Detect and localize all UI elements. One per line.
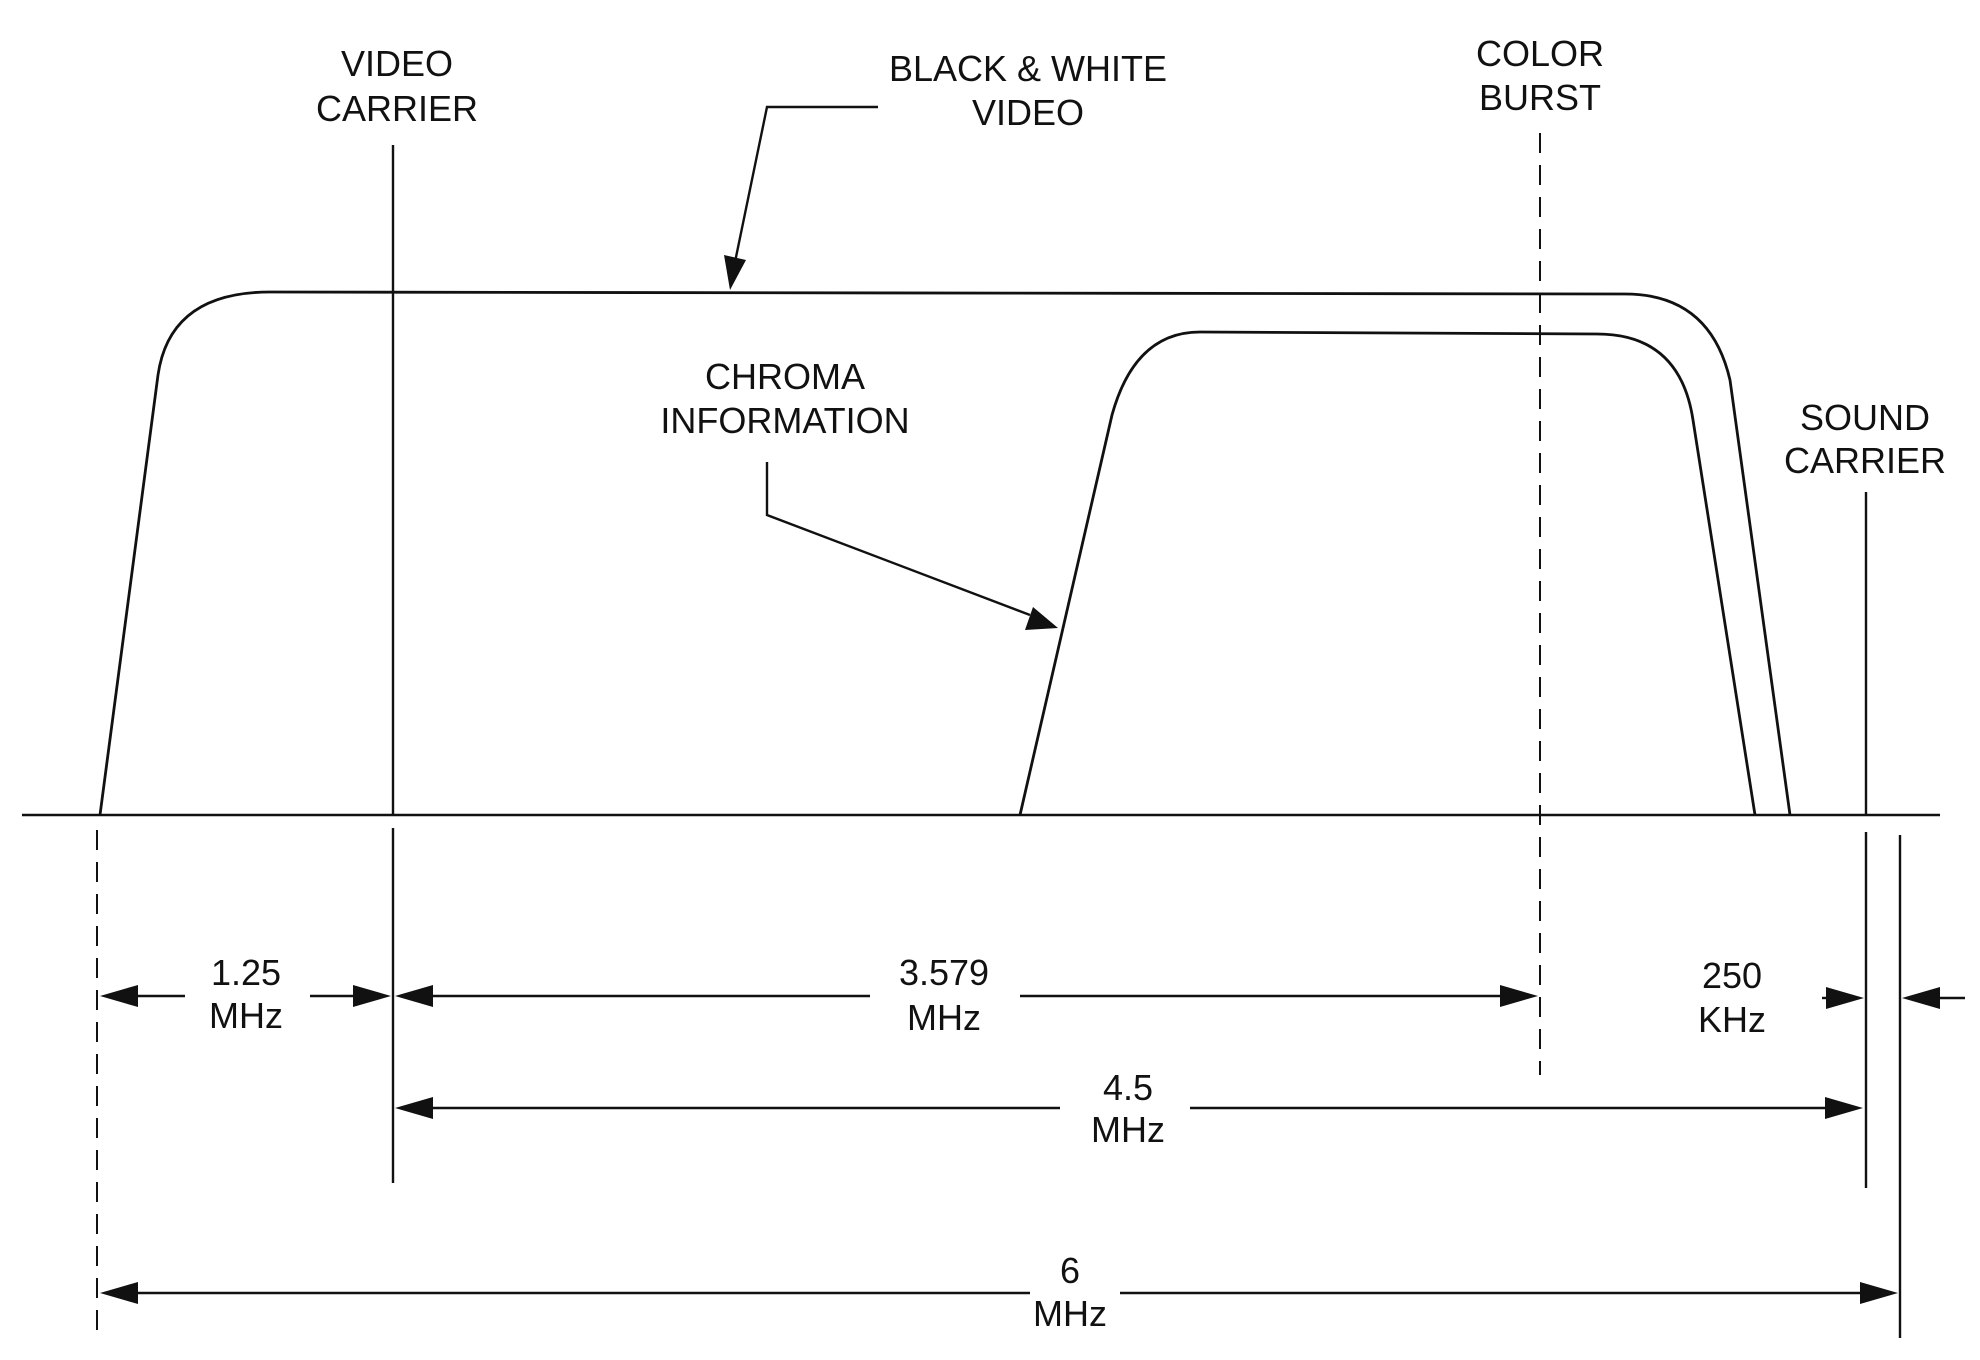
chroma-label-line2: INFORMATION bbox=[660, 400, 909, 441]
color-burst-label-line1: COLOR bbox=[1476, 33, 1604, 74]
dimension-4-5-mhz: 4.5 MHz bbox=[395, 1067, 1863, 1150]
bw-video-label: BLACK & WHITE VIDEO bbox=[889, 48, 1167, 133]
chroma-label-line1: CHROMA bbox=[705, 356, 865, 397]
video-carrier-label-line1: VIDEO bbox=[341, 43, 453, 84]
dimension-3-579-mhz: 3.579 MHz bbox=[395, 952, 1538, 1038]
dim-4-5-value: 4.5 bbox=[1103, 1067, 1153, 1108]
dimension-250-khz: 250 KHz bbox=[1698, 955, 1965, 1040]
chroma-leader bbox=[765, 462, 1031, 617]
chroma-label: CHROMA INFORMATION bbox=[660, 356, 909, 441]
chroma-arrowhead bbox=[1025, 607, 1058, 630]
chroma-envelope bbox=[1018, 330, 1757, 816]
dim-1-25-unit: MHz bbox=[209, 995, 283, 1036]
dim-250-value: 250 bbox=[1702, 955, 1762, 996]
bw-video-label-line1: BLACK & WHITE bbox=[889, 48, 1167, 89]
bw-video-label-line2: VIDEO bbox=[972, 92, 1084, 133]
bw-video-leader bbox=[733, 105, 878, 263]
sound-carrier-label-line2: CARRIER bbox=[1784, 440, 1946, 481]
dim-4-5-unit: MHz bbox=[1091, 1109, 1165, 1150]
dim-3-579-value: 3.579 bbox=[899, 952, 989, 993]
dim-6-value: 6 bbox=[1060, 1250, 1080, 1291]
dim-3-579-unit: MHz bbox=[907, 997, 981, 1038]
sound-carrier-label-line1: SOUND bbox=[1800, 397, 1930, 438]
color-burst-label-line2: BURST bbox=[1479, 77, 1601, 118]
bw-video-envelope bbox=[98, 290, 1792, 816]
dim-250-unit: KHz bbox=[1698, 999, 1766, 1040]
bw-video-arrowhead bbox=[724, 255, 746, 290]
dimension-6-mhz: 6 MHz bbox=[100, 1250, 1898, 1334]
dim-6-unit: MHz bbox=[1033, 1293, 1107, 1334]
dim-1-25-value: 1.25 bbox=[211, 952, 281, 993]
sound-carrier-label: SOUND CARRIER bbox=[1784, 397, 1946, 481]
color-burst-label: COLOR BURST bbox=[1476, 33, 1604, 118]
dimension-1-25-mhz: 1.25 MHz bbox=[100, 952, 391, 1036]
video-carrier-label: VIDEO CARRIER bbox=[316, 43, 478, 129]
video-carrier-label-line2: CARRIER bbox=[316, 88, 478, 129]
